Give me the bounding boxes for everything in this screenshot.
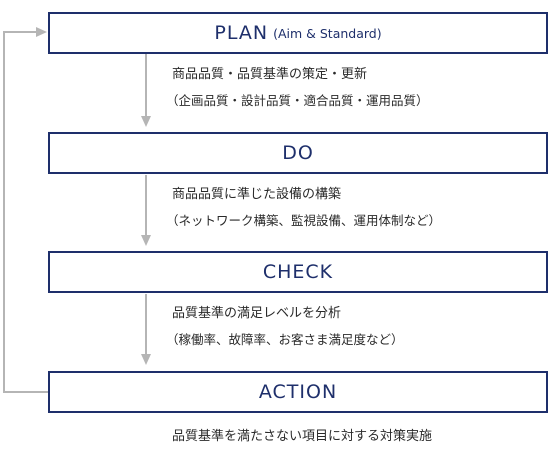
- arrow-action-to-plan: [3, 31, 48, 393]
- plan-box: PLAN (Aim & Standard): [48, 12, 548, 54]
- plan-subtitle: (Aim & Standard): [273, 25, 382, 41]
- plan-title: PLAN: [214, 22, 269, 44]
- do-box: DO: [48, 132, 548, 174]
- plan-desc-detail: （企画品質・設計品質・適合品質・運用品質）: [166, 93, 429, 108]
- plan-desc-main: 商品品質・品質基準の策定・更新: [172, 67, 368, 82]
- check-box: CHECK: [48, 251, 548, 293]
- arrowhead-check-to-action: [141, 354, 151, 365]
- action-title: ACTION: [258, 381, 338, 403]
- action-desc-main: 品質基準を満たさない項目に対する対策実施: [172, 429, 433, 444]
- do-description: 商品品質に準じた設備の構築 （ネットワーク構築、監視設備、運用体制など）: [166, 186, 441, 230]
- arrowhead-action-to-plan: [36, 27, 47, 37]
- plan-description: 商品品質・品質基準の策定・更新 （企画品質・設計品質・適合品質・運用品質）: [166, 66, 429, 110]
- arrowhead-do-to-check: [141, 235, 151, 246]
- do-title: DO: [282, 142, 314, 164]
- check-desc-detail: （稼働率、故障率、お客さま満足度など）: [166, 332, 404, 347]
- check-description: 品質基準の満足レベルを分析 （稼働率、故障率、お客さま満足度など）: [166, 305, 404, 349]
- action-box: ACTION: [48, 371, 548, 413]
- check-desc-main: 品質基準の満足レベルを分析: [172, 306, 342, 321]
- do-desc-detail: （ネットワーク構築、監視設備、運用体制など）: [166, 213, 442, 228]
- action-description: 品質基準を満たさない項目に対する対策実施: [172, 428, 432, 446]
- check-title: CHECK: [262, 261, 334, 283]
- do-desc-main: 商品品質に準じた設備の構築: [172, 187, 342, 202]
- arrowhead-plan-to-do: [141, 116, 151, 127]
